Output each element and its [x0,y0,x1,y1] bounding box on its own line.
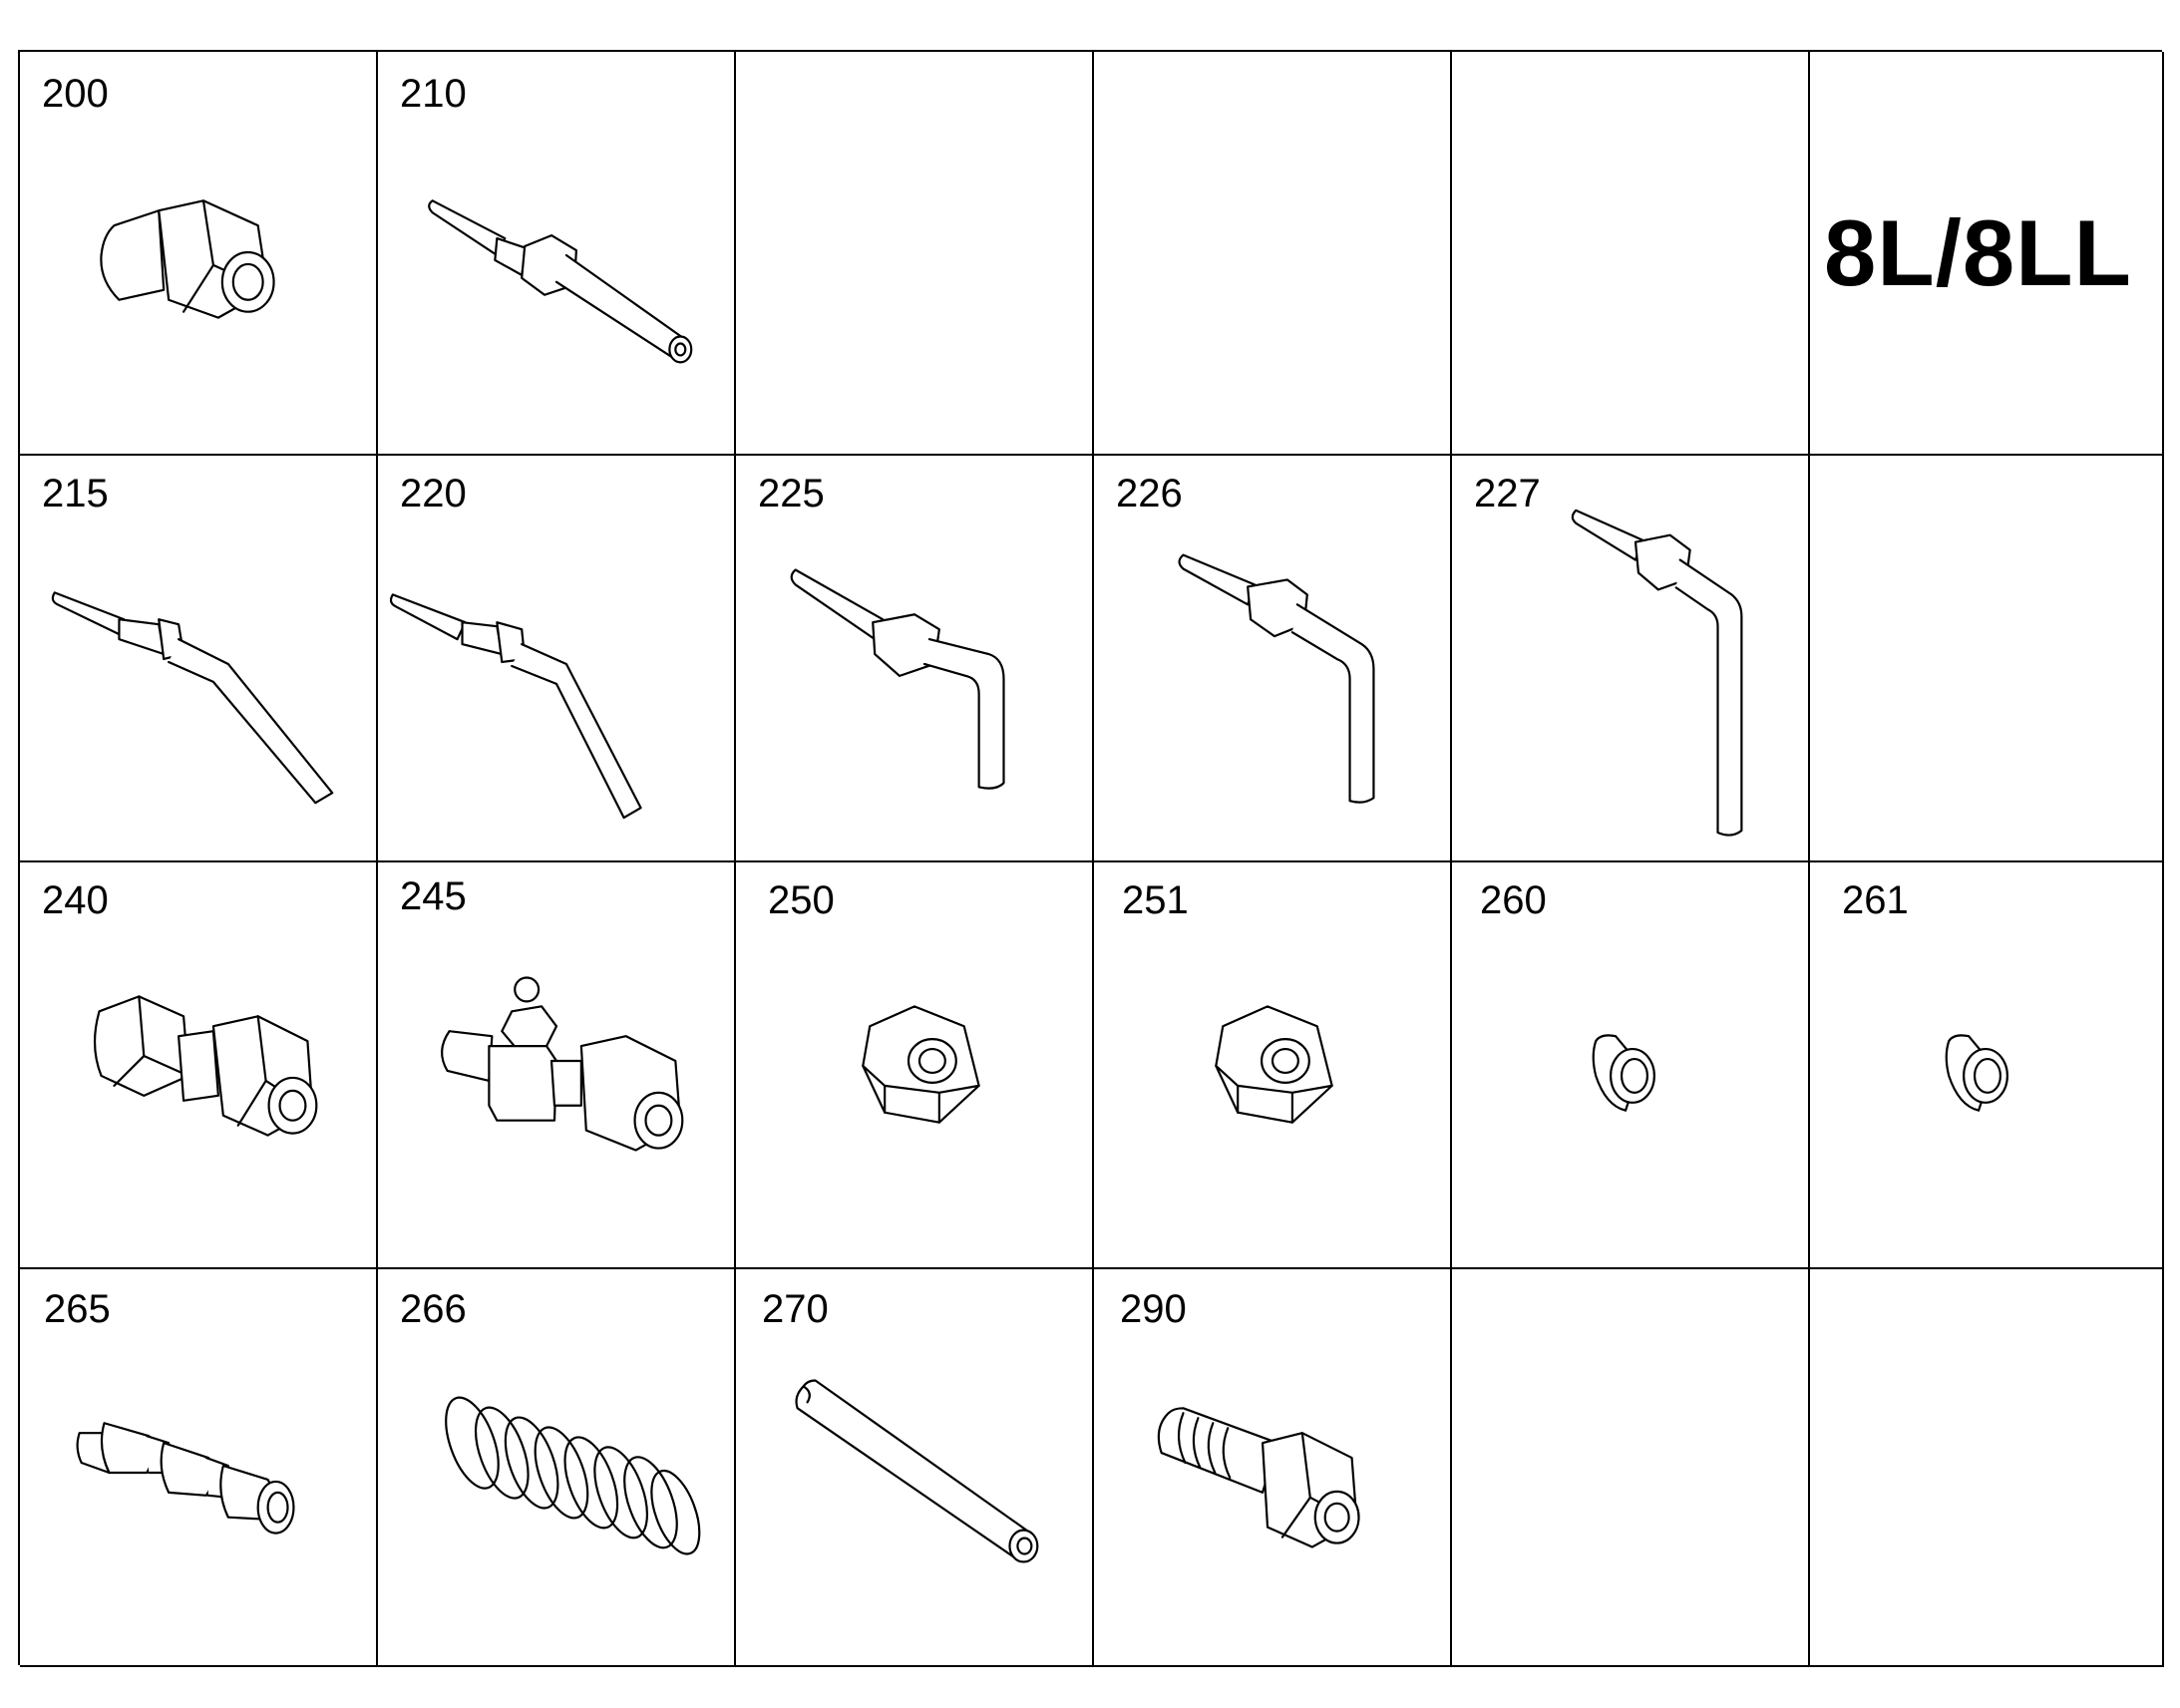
part-cell-290: 290 [1094,1269,1452,1667]
part-cell-251: 251 [1094,862,1452,1269]
empty-cell [736,52,1094,456]
straight-compression-fitting-icon [100,199,275,319]
ferrule-icon [1592,1034,1655,1112]
sheet-title: 8L/8LL [1824,200,2132,305]
part-cell-270: 270 [736,1269,1094,1667]
empty-cell [1452,1269,1810,1667]
part-cell-200: 200 [20,52,378,456]
empty-cell [1810,1269,2164,1667]
part-cell-260: 260 [1452,862,1810,1269]
part-cell-265: 265 [20,1269,378,1667]
part-number: 261 [1842,878,1909,922]
part-number: 250 [768,878,835,922]
coil-spring-icon [445,1396,701,1555]
part-number: 240 [42,878,109,922]
union-fitting-icon [93,995,318,1137]
part-number: 265 [44,1287,111,1331]
part-number: 200 [42,72,109,116]
part-number: 270 [762,1287,829,1331]
part-number: 225 [758,472,825,515]
part-cell-225: 225 [736,456,1094,862]
elbow-tube-long-icon [1571,509,1743,837]
part-cell-226: 226 [1094,456,1452,862]
hex-nut-icon [862,1005,980,1124]
empty-cell [1452,52,1810,456]
part-number: 290 [1120,1287,1187,1331]
title-cell: 8L/8LL [1810,52,2164,456]
empty-cell [1094,52,1452,456]
straight-tube-with-nut-icon [428,199,693,364]
part-number: 215 [42,472,109,515]
elbow-tube-short-icon [790,568,1005,790]
ferrule-icon [1945,1034,2008,1112]
grease-tee-fitting-icon [441,976,684,1152]
part-cell-261: 261 [1810,862,2164,1269]
bent-tube-medium-icon [389,593,642,820]
part-cell-210: 210 [378,52,736,456]
part-cell-245: 245 [378,862,736,1269]
parts-grid: 200 210 8L/8LL [18,50,2164,1667]
part-number: 251 [1122,878,1189,922]
part-number: 220 [400,472,467,515]
part-cell-215: 215 [20,456,378,862]
hose-end-fitting-icon [1157,1407,1360,1548]
part-number: 226 [1116,472,1183,515]
elbow-tube-medium-icon [1178,553,1375,804]
part-number: 210 [400,72,467,116]
empty-cell [1810,456,2164,862]
tube-section-icon [795,1379,1039,1563]
part-cell-227: 227 [1452,456,1810,862]
part-number: 266 [400,1287,467,1331]
part-cell-240: 240 [20,862,378,1269]
part-cell-266: 266 [378,1269,736,1667]
spiral-spring-guard-icon [76,1422,295,1535]
part-number: 245 [400,874,467,918]
part-cell-220: 220 [378,456,736,862]
part-number: 227 [1474,472,1541,515]
part-cell-250: 250 [736,862,1094,1269]
hex-nut-icon [1215,1005,1333,1124]
part-number: 260 [1480,878,1547,922]
bent-tube-shallow-icon [51,591,334,805]
